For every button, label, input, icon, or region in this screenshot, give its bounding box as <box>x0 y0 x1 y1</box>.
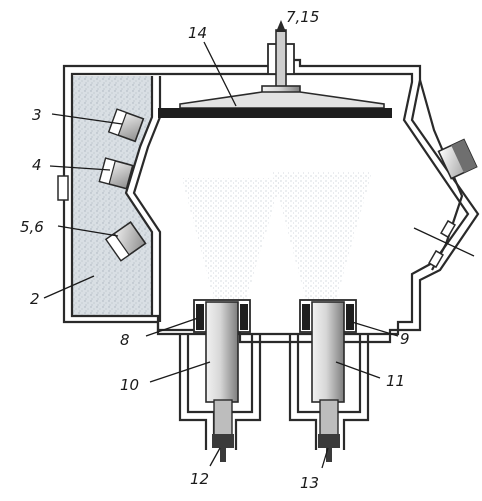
label-3: 3 <box>32 106 42 124</box>
right-window-upper <box>440 219 456 239</box>
label-2: 2 <box>30 290 40 308</box>
right-window-lower <box>428 249 444 269</box>
evaporator-11 <box>299 299 357 462</box>
right-sensor <box>437 138 478 180</box>
chamber-inner-wall <box>70 72 470 336</box>
label-4: 4 <box>32 156 42 174</box>
label-5-6: 5,6 <box>20 218 44 236</box>
leader-lines <box>43 41 475 469</box>
chamber-right-wall <box>418 79 464 271</box>
evaporator-10 <box>193 299 251 462</box>
chamber-outer-wall <box>62 58 480 344</box>
sensor-3 <box>107 108 145 143</box>
label-13: 13 <box>300 474 319 492</box>
spray-cone-right <box>272 172 372 300</box>
spray-cone-left <box>182 178 282 300</box>
label-10: 10 <box>120 376 139 394</box>
label-12: 12 <box>190 470 209 488</box>
substrate-holder-14 <box>158 91 392 118</box>
sensor-5-6 <box>104 221 147 262</box>
label-7-15: 7,15 <box>286 8 319 26</box>
label-8: 8 <box>120 331 130 349</box>
label-11: 11 <box>386 372 405 390</box>
chamber-left-inner-wall <box>124 76 154 316</box>
top-shaft-7-15 <box>261 20 301 101</box>
label-14: 14 <box>188 24 207 42</box>
left-port <box>57 175 69 201</box>
label-9: 9 <box>400 330 410 348</box>
